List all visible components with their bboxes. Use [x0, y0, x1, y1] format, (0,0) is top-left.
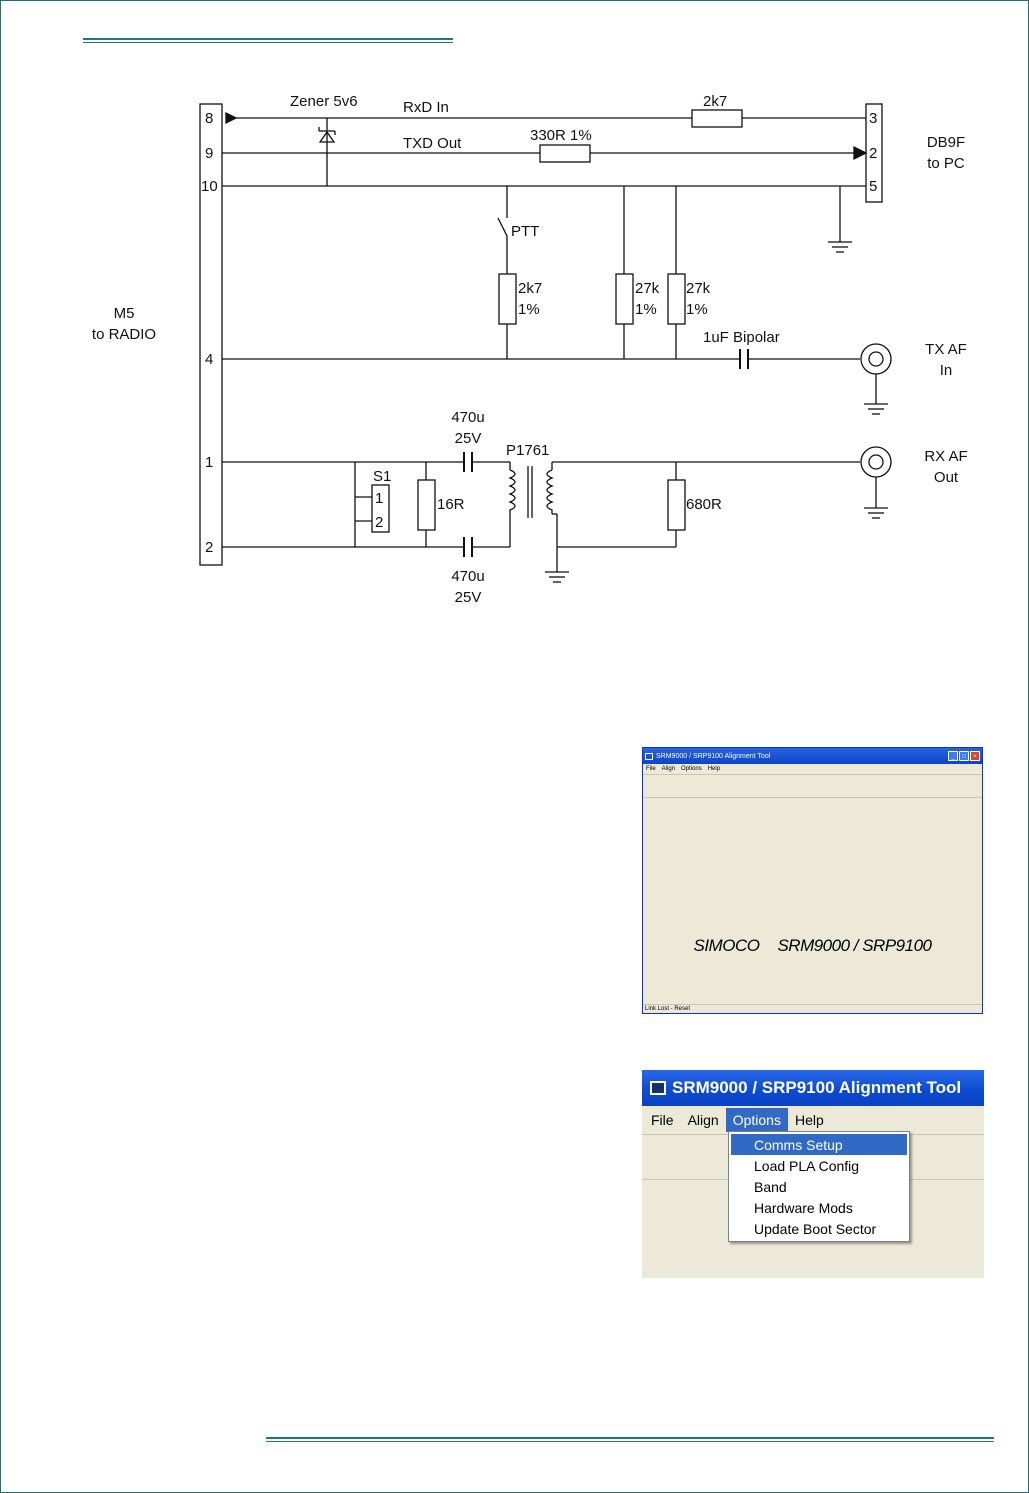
resistor-2k7-ptt	[498, 273, 517, 325]
close-icon[interactable]: ×	[970, 751, 980, 761]
transformer-p1761	[508, 466, 554, 518]
txd-label: TXD Out	[403, 135, 462, 152]
menu-help[interactable]: Help	[707, 766, 721, 772]
menu-item-load-pla-config[interactable]: Load PLA Config	[754, 1158, 860, 1174]
brand-banner: SIMOCO SRM9000 / SRP9100	[643, 936, 982, 956]
switch-label: S1	[373, 468, 391, 485]
menu-help[interactable]: Help	[794, 1112, 824, 1128]
app-icon	[650, 1081, 666, 1095]
minimize-icon[interactable]: _	[948, 751, 958, 761]
tx-af-label: TX AF	[925, 341, 967, 358]
circuit-schematic: 8 9 10 4 1 2 3 2 5 M5 to RADIO DB9F to P…	[92, 93, 968, 606]
window-title: SRM9000 / SRP9100 Alignment Tool	[672, 1078, 962, 1097]
title-bar: SRM9000 / SRP9100 Alignment Tool _ □ ×	[643, 748, 982, 764]
menu-file[interactable]: File	[651, 1112, 674, 1128]
zener-diode	[318, 130, 336, 143]
m5-connector	[199, 103, 223, 566]
resistor-680r	[667, 479, 686, 531]
menu-bar: File Align Options Help	[643, 764, 982, 775]
m5-pin: 8	[205, 110, 213, 127]
db9-pin: 2	[869, 145, 877, 162]
r-txd-label: 330R 1%	[530, 127, 592, 144]
menu-options[interactable]: Options	[681, 766, 702, 772]
db9-pin: 3	[869, 110, 877, 127]
title-bar: SRM9000 / SRP9100 Alignment Tool	[642, 1070, 984, 1106]
menu-align[interactable]: Align	[687, 1112, 719, 1128]
options-dropdown: Comms Setup Load PLA Config Band Hardwar…	[728, 1131, 910, 1242]
tx-af-sublabel: In	[940, 362, 953, 379]
footer-rule	[266, 1437, 994, 1442]
r-ptt-value: 2k7	[518, 280, 542, 297]
rxd-label: RxD In	[403, 99, 449, 116]
app-icon	[645, 752, 653, 760]
r27b-value: 27k	[686, 280, 711, 297]
m5-subtitle: to RADIO	[92, 326, 156, 343]
cap-tx-label: 1uF Bipolar	[703, 329, 780, 346]
db9-subtitle: to PC	[927, 155, 965, 172]
rx-af-sublabel: Out	[934, 469, 959, 486]
brand-company: SIMOCO	[693, 936, 760, 955]
ptt-label: PTT	[511, 223, 539, 240]
ptt-switch	[497, 217, 508, 237]
rx-af-label: RX AF	[924, 448, 967, 465]
menu-options[interactable]: Options	[725, 1108, 788, 1132]
alignment-tool-menu-crop: SRM9000 / SRP9100 Alignment Tool File Al…	[642, 1070, 984, 1278]
r27b-tol: 1%	[686, 301, 708, 318]
transformer-label: P1761	[506, 442, 549, 459]
switch-pin-1: 1	[375, 490, 383, 507]
resistor-27k-b	[667, 273, 686, 325]
m5-pin: 4	[205, 351, 213, 368]
r-ptt-tol: 1%	[518, 301, 540, 318]
cap-top-value: 470u	[451, 409, 484, 426]
resistor-16r	[417, 479, 436, 531]
menu-file[interactable]: File	[646, 766, 656, 772]
m5-pin: 2	[205, 539, 213, 556]
menu-item-update-boot-sector[interactable]: Update Boot Sector	[754, 1221, 877, 1237]
header-rule	[83, 38, 453, 43]
cap-top-voltage: 25V	[455, 430, 482, 447]
window-title: SRM9000 / SRP9100 Alignment Tool	[656, 752, 771, 760]
resistor-330r	[539, 144, 591, 163]
cap-bot-voltage: 25V	[455, 589, 482, 606]
m5-pin: 9	[205, 145, 213, 162]
m5-title: M5	[114, 305, 135, 322]
tx-af-jack	[860, 343, 892, 375]
status-bar: Link Lost - Reset	[643, 1004, 982, 1013]
menu-item-comms-setup[interactable]: Comms Setup	[731, 1134, 907, 1155]
r16-label: 16R	[437, 496, 465, 513]
resistor-27k-a	[615, 273, 634, 325]
brand-model: SRM9000 / SRP9100	[777, 936, 932, 955]
db9-pin: 5	[869, 178, 877, 195]
switch-s1	[371, 484, 390, 533]
maximize-icon[interactable]: □	[959, 751, 969, 761]
r-rxd-label: 2k7	[703, 93, 727, 110]
menu-align[interactable]: Align	[661, 766, 676, 772]
cap-bot-value: 470u	[451, 568, 484, 585]
toolbar	[643, 775, 982, 798]
menu-bar: File Align Options Help	[642, 1106, 984, 1134]
r27a-tol: 1%	[635, 301, 657, 318]
switch-pin-2: 2	[375, 514, 383, 531]
r680-label: 680R	[686, 496, 722, 513]
rx-af-jack	[860, 446, 892, 478]
db9-title: DB9F	[927, 134, 965, 151]
menu-item-hardware-mods[interactable]: Hardware Mods	[754, 1200, 853, 1216]
menu-item-band[interactable]: Band	[754, 1179, 787, 1195]
m5-pin: 1	[205, 454, 213, 471]
alignment-tool-window: SRM9000 / SRP9100 Alignment Tool _ □ × F…	[642, 747, 983, 1014]
r27a-value: 27k	[635, 280, 660, 297]
resistor-2k7-rxd	[691, 109, 743, 128]
zener-label: Zener 5v6	[290, 93, 358, 110]
m5-pin: 10	[201, 178, 218, 195]
